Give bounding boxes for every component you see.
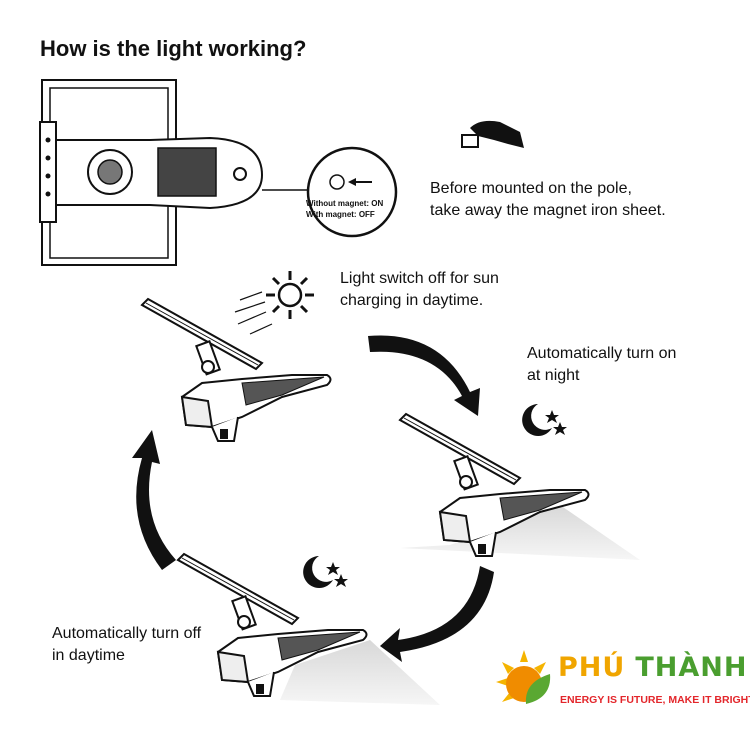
step-turn-off: Automatically turn off in daytime xyxy=(52,623,201,667)
step-text: Before mounted on the pole, xyxy=(430,180,632,197)
sunlight-rays-icon xyxy=(234,291,273,335)
magnet-callout-text: Without magnet: ON With magnet: OFF xyxy=(306,198,383,220)
hand-removing-magnet-icon xyxy=(461,120,524,148)
light-beam xyxy=(280,640,440,705)
page-title: How is the light working? xyxy=(40,36,307,61)
brand-name-part1: PHÚ xyxy=(558,652,626,683)
magnet-switch-callout xyxy=(306,146,398,238)
light-beam xyxy=(400,505,640,560)
moon-stars-icon xyxy=(522,404,567,436)
cycle-arrows xyxy=(132,335,494,662)
step-charging: Light switch off for sun charging in day… xyxy=(340,268,499,312)
brand-tagline: ENERGY IS FUTURE, MAKE IT BRIGHT xyxy=(560,694,750,706)
brand-name: PHÚ THÀNH xyxy=(558,652,747,684)
step-remove-magnet: Before mounted on the pole, take away th… xyxy=(430,178,666,222)
phu-thanh-logo: PHÚ THÀNH ENERGY IS FUTURE, MAKE IT BRIGH… xyxy=(496,646,750,712)
step-text: charging in daytime. xyxy=(340,292,484,309)
sun-leaf-logo-icon xyxy=(496,650,551,704)
step-text: Light switch off for sun xyxy=(340,270,499,287)
arrow-to-day-icon xyxy=(380,566,494,662)
step-text: at night xyxy=(527,367,580,384)
step-turn-on: Automatically turn on at night xyxy=(527,343,676,387)
top-view-lamp-illustration xyxy=(39,79,310,266)
lamp-daytime-charging xyxy=(141,298,332,442)
arrow-to-charging-icon xyxy=(132,430,176,570)
magnet-on-label: With magnet: OFF xyxy=(306,210,375,219)
magnet-off-label: Without magnet: ON xyxy=(306,199,384,208)
brand-name-part2: THÀNH xyxy=(635,652,748,683)
moon-stars-icon xyxy=(303,556,348,588)
step-text: Automatically turn off xyxy=(52,625,202,642)
arrow-to-night-icon xyxy=(368,335,480,416)
step-text: in daytime xyxy=(52,647,125,664)
sun-icon xyxy=(266,271,314,319)
step-text: Automatically turn on xyxy=(527,345,677,362)
step-text: take away the magnet iron sheet. xyxy=(430,202,666,219)
